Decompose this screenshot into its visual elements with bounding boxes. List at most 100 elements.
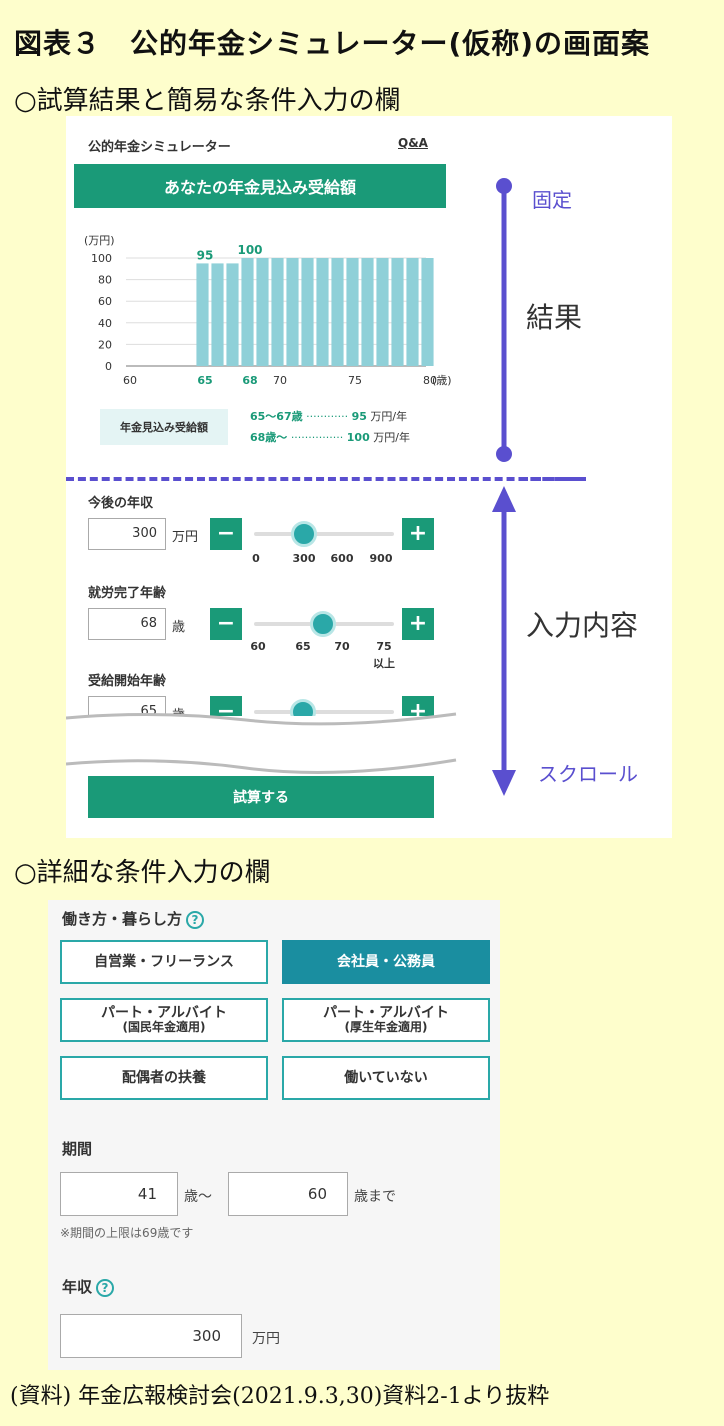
legend-value: 95 — [351, 410, 367, 423]
income-plus-button[interactable]: + — [402, 518, 434, 550]
period-from-input[interactable]: 41 — [60, 1172, 178, 1216]
income-input[interactable]: 300 — [88, 518, 166, 550]
scroll-cut-band — [66, 716, 672, 768]
option-part-time-employee[interactable]: パート・アルバイト (厚生年金適用) — [282, 998, 490, 1042]
work-end-minus-button[interactable]: − — [210, 608, 242, 640]
bar — [211, 263, 224, 366]
income-minus-button[interactable]: − — [210, 518, 242, 550]
bar — [271, 258, 284, 366]
bar — [316, 258, 329, 366]
simulator-panel: 公的年金シミュレーター Q&A あなたの年金見込み受給額 (万円) 0 20 40 60… — [66, 116, 672, 838]
x-tick-label: 75 — [348, 374, 362, 387]
period-label: 期間 — [62, 1140, 93, 1158]
option-employee[interactable]: 会社員・公務員 — [282, 940, 490, 984]
legend-row-2: 68歳〜 ··············· 100 万円/年 — [250, 429, 410, 445]
legend-row-1: 65〜67歳 ············ 95 万円/年 — [250, 408, 407, 424]
bar — [406, 258, 419, 366]
x-axis-unit: (歳) — [432, 374, 452, 387]
work-end-tick: 70 — [334, 640, 350, 653]
legend-unit: 万円/年 — [370, 410, 408, 423]
work-end-tick-sub: 以上 — [373, 657, 395, 670]
option-label: パート・アルバイト — [323, 1005, 449, 1022]
y-tick-label: 100 — [91, 252, 112, 265]
income-tick: 600 — [330, 552, 354, 565]
scroll-cut-lines — [66, 712, 457, 774]
annotation-arrows — [492, 178, 516, 796]
legend-age: 68歳〜 — [250, 431, 288, 444]
help-icon[interactable]: ? — [186, 910, 205, 929]
work-end-input[interactable]: 68 — [88, 608, 166, 640]
detail-income-input[interactable]: 300 — [60, 1314, 242, 1358]
figure-title: 図表３ 公的年金シミュレーター(仮称)の画面案 — [14, 27, 651, 60]
option-sublabel: (国民年金適用) — [122, 1020, 206, 1035]
work-end-tick: 75 — [376, 640, 392, 653]
y-tick-label: 0 — [105, 360, 112, 373]
x-tick-label: 80 — [423, 374, 437, 387]
period-to-input[interactable]: 60 — [228, 1172, 348, 1216]
legend-value: 100 — [346, 431, 370, 444]
y-tick-label: 40 — [98, 317, 112, 330]
x-tick-label: 70 — [273, 374, 287, 387]
legend-unit: 万円/年 — [373, 431, 410, 444]
work-end-unit: 歳 — [172, 620, 186, 635]
work-end-slider-thumb[interactable] — [310, 611, 336, 637]
option-label: パート・アルバイト — [101, 1005, 227, 1022]
result-annotation: 結果 — [526, 301, 583, 334]
option-part-time-national[interactable]: パート・アルバイト (国民年金適用) — [60, 998, 268, 1042]
option-sublabel: (厚生年金適用) — [344, 1020, 428, 1035]
section1-label: ○試算結果と簡易な条件入力の欄 — [14, 86, 401, 116]
scroll-annotation: スクロール — [538, 762, 638, 786]
bar — [226, 263, 239, 366]
income-slider-thumb[interactable] — [291, 521, 317, 547]
income-tick: 0 — [252, 552, 260, 565]
trial-calc-button[interactable]: 試算する — [88, 776, 434, 818]
x-tick-label: 60 — [123, 374, 137, 387]
bar — [286, 258, 299, 366]
fixed-scroll-divider-ext — [520, 477, 580, 481]
income-unit: 万円 — [172, 530, 199, 545]
y-axis-label: (万円) — [84, 234, 115, 247]
bar — [331, 258, 344, 366]
input-annotation: 入力内容 — [526, 609, 639, 642]
bar — [256, 258, 269, 366]
section2-label: ○詳細な条件入力の欄 — [14, 858, 271, 888]
result-header: あなたの年金見込み受給額 — [74, 164, 446, 208]
fixed-annotation: 固定 — [532, 188, 572, 212]
income-tick: 300 — [292, 552, 316, 565]
period-to-unit: 歳まで — [354, 1189, 396, 1205]
bar — [346, 258, 359, 366]
income-tick: 900 — [369, 552, 393, 565]
option-label: 自営業・フリーランス — [94, 953, 234, 970]
bar — [376, 258, 389, 366]
detail-income-unit: 万円 — [252, 1331, 280, 1347]
help-icon[interactable]: ? — [96, 1278, 115, 1297]
work-end-plus-button[interactable]: + — [402, 608, 434, 640]
bar — [241, 258, 254, 366]
work-end-label: 就労完了年齢 — [88, 586, 167, 601]
detail-panel: 働き方・暮らし方? 自営業・フリーランス 会社員・公務員 パート・アルバイト (… — [48, 900, 500, 1370]
option-self-employed[interactable]: 自営業・フリーランス — [60, 940, 268, 984]
start-age-label: 受給開始年齢 — [88, 674, 167, 689]
income-slider-track[interactable] — [254, 532, 394, 536]
start-age-slider-track[interactable] — [254, 710, 394, 714]
y-tick-label: 20 — [98, 338, 112, 351]
bar — [391, 258, 404, 366]
income-heading: 年収? — [62, 1276, 115, 1297]
app-name: 公的年金シミュレーター — [88, 140, 231, 155]
x-tick-label: 68 — [242, 374, 257, 387]
option-label: 働いていない — [344, 1069, 428, 1086]
qa-link[interactable]: Q&A — [398, 136, 428, 150]
period-from-unit: 歳〜 — [184, 1189, 212, 1205]
legend-dots: ··············· — [290, 431, 344, 444]
income-label: 今後の年収 — [88, 496, 154, 511]
data-label: 100 — [237, 243, 262, 257]
work-end-tick: 60 — [250, 640, 266, 653]
legend-age: 65〜67歳 — [250, 410, 303, 423]
option-not-working[interactable]: 働いていない — [282, 1056, 490, 1100]
bar — [421, 258, 434, 366]
option-label: 会社員・公務員 — [337, 953, 435, 970]
bar — [361, 258, 374, 366]
option-spouse-dependent[interactable]: 配偶者の扶養 — [60, 1056, 268, 1100]
y-tick-label: 80 — [98, 274, 112, 287]
